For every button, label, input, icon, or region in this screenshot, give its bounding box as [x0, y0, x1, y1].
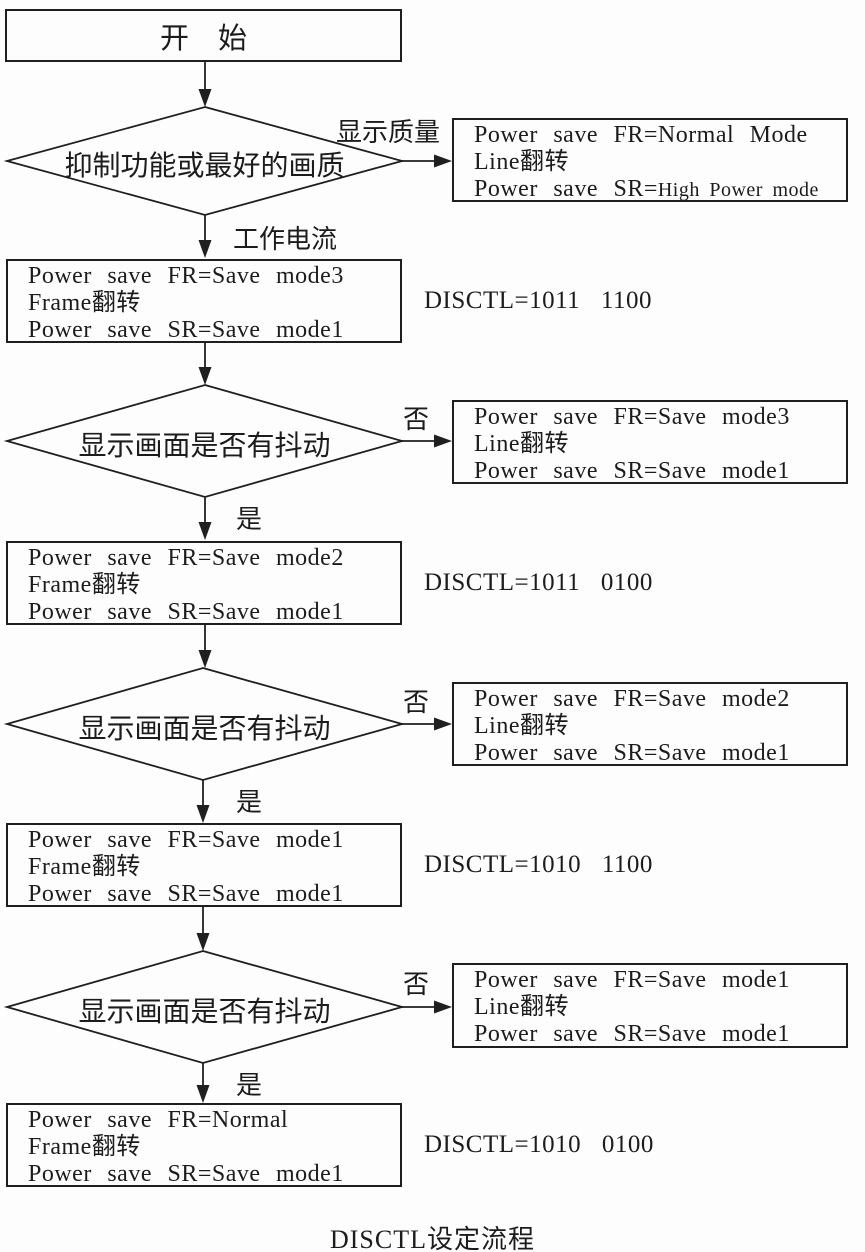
result-line: Line翻转	[474, 431, 569, 457]
result-line: Line翻转	[474, 994, 569, 1020]
result-line: Power save FR=Normal Mode	[474, 122, 808, 148]
disctl-value-3: DISCTL=1010 1100	[424, 851, 653, 878]
figure-caption: DISCTL设定流程	[329, 1225, 535, 1252]
process-line: Power save FR=Save mode1	[28, 827, 344, 853]
process-box-2: Power save FR=Save mode2 Frame翻转 Power s…	[6, 541, 402, 625]
process-line: Power save SR=Save mode1	[28, 599, 344, 625]
process-box-final: Power save FR=Normal Frame翻转 Power save …	[6, 1103, 402, 1187]
decision-3-yes-label: 是	[236, 788, 263, 817]
arrowhead-right	[434, 1000, 452, 1014]
process-line: Power save SR=Save mode1	[28, 881, 344, 907]
arrowhead-right	[434, 154, 452, 168]
decision-4-no-label: 否	[403, 970, 430, 999]
result-box-display-quality: Power save FR=Normal Mode Line翻转 Power s…	[452, 118, 848, 202]
process-line: Power save FR=Save mode3	[28, 263, 344, 289]
result-line: Power save SR=Save mode1	[474, 458, 790, 484]
arrowhead-down	[198, 240, 212, 258]
result-line: Power save SR=Save mode1	[474, 740, 790, 766]
process-line: Frame翻转	[28, 572, 141, 598]
decision-1-text: 抑制功能或最好的画质	[64, 151, 345, 182]
arrowhead-right	[434, 434, 452, 448]
arrowhead-down	[196, 933, 210, 951]
start-label: 开 始	[159, 22, 247, 55]
disctl-value-2: DISCTL=1011 0100	[424, 569, 653, 596]
process-line: Frame翻转	[28, 854, 141, 880]
decision-4-text: 显示画面是否有抖动	[78, 997, 331, 1028]
arrowhead-down	[198, 522, 212, 540]
decision-1-down-branch-label: 工作电流	[233, 225, 338, 254]
result-box-no-3: Power save FR=Save mode2 Line翻转 Power sa…	[452, 682, 848, 766]
result-line: Line翻转	[474, 149, 569, 175]
process-line: Power save SR=Save mode1	[28, 317, 344, 343]
decision-3-text: 显示画面是否有抖动	[78, 714, 331, 745]
disctl-value-4: DISCTL=1010 0100	[424, 1131, 654, 1158]
result-box-no-2: Power save FR=Save mode3 Line翻转 Power sa…	[452, 400, 848, 484]
result-line: Power save SR=Save mode1	[474, 1021, 790, 1047]
process-box-3: Power save FR=Save mode1 Frame翻转 Power s…	[6, 823, 402, 907]
process-box-1: Power save FR=Save mode3 Frame翻转 Power s…	[6, 259, 402, 343]
arrowhead-down	[198, 367, 212, 385]
result-line: Power save FR=Save mode2	[474, 686, 790, 712]
result-line: Power save SR=High Power mode	[474, 176, 819, 202]
disctl-value-1: DISCTL=1011 1100	[424, 287, 652, 314]
process-line: Frame翻转	[28, 290, 141, 316]
process-line: Power save FR=Normal	[28, 1107, 289, 1133]
process-line: Power save FR=Save mode2	[28, 545, 344, 571]
process-line: Power save SR=Save mode1	[28, 1161, 344, 1187]
result-line: Line翻转	[474, 713, 569, 739]
decision-4-yes-label: 是	[236, 1071, 263, 1100]
arrowhead-right	[434, 717, 452, 731]
start-node: 开 始	[5, 9, 402, 62]
arrowhead-down	[198, 650, 212, 668]
decision-2-no-label: 否	[403, 405, 430, 434]
arrowhead-down	[198, 89, 212, 107]
arrowhead-down	[196, 805, 210, 823]
decision-1-right-branch-label: 显示质量	[336, 118, 441, 147]
result-line: Power save FR=Save mode1	[474, 967, 790, 993]
result-box-no-4: Power save FR=Save mode1 Line翻转 Power sa…	[452, 963, 848, 1048]
result-line: Power save FR=Save mode3	[474, 404, 790, 430]
decision-3-no-label: 否	[403, 688, 430, 717]
process-line: Frame翻转	[28, 1134, 141, 1160]
decision-2-yes-label: 是	[236, 505, 263, 534]
decision-2-text: 显示画面是否有抖动	[78, 431, 331, 462]
arrowhead-down	[196, 1085, 210, 1103]
